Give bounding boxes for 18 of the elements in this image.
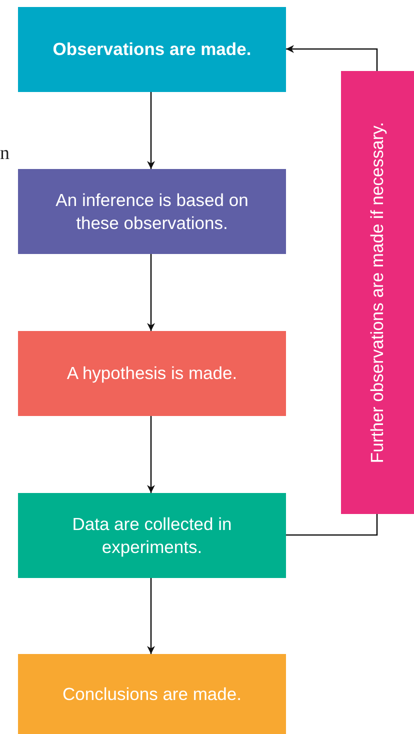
- box-label: Observations are made.: [52, 38, 252, 61]
- process-box: [18, 331, 286, 416]
- arrow: [147, 416, 155, 493]
- box-label: A hypothesis is made.: [66, 362, 238, 385]
- box-label: Data are collected in experiments.: [71, 512, 233, 558]
- process-box: [18, 493, 286, 578]
- arrow: [147, 92, 155, 169]
- process-box: [18, 7, 286, 92]
- box-label: Conclusions are made.: [62, 682, 242, 706]
- box-label: Further observations are made if necessary.: [366, 122, 388, 464]
- arrow: [147, 254, 155, 331]
- text-fragment: n: [0, 143, 10, 165]
- arrow: [147, 578, 155, 654]
- arrow: [286, 45, 378, 71]
- feedback-box: [341, 71, 414, 514]
- process-box: [18, 169, 286, 254]
- process-box: [18, 654, 286, 734]
- box-label: An inference is based on these observations.: [54, 188, 250, 234]
